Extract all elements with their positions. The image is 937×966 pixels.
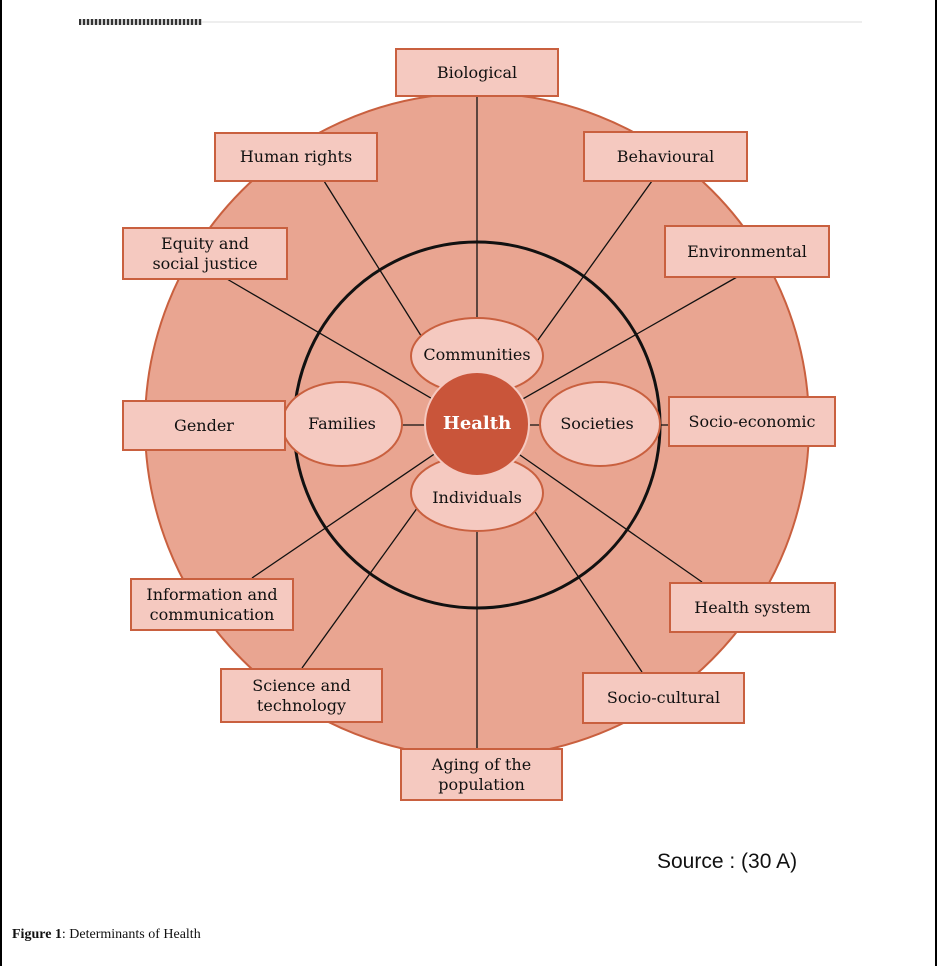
header-rule xyxy=(79,19,202,25)
box-science: Science and technology xyxy=(220,668,383,723)
label-individuals: Individuals xyxy=(432,488,522,507)
label-societies: Societies xyxy=(560,414,634,433)
box-socio-cultural: Socio-cultural xyxy=(582,672,745,724)
box-health-system: Health system xyxy=(669,582,836,633)
box-environmental: Environmental xyxy=(664,225,830,278)
box-gender: Gender xyxy=(122,400,286,451)
label-health: Health xyxy=(442,413,512,434)
box-equity: Equity and social justice xyxy=(122,227,288,280)
health-center xyxy=(424,371,530,477)
header-rule-faint xyxy=(202,21,862,23)
box-socio-economic: Socio-economic xyxy=(668,396,836,447)
label-communities: Communities xyxy=(423,345,531,364)
box-behavioural: Behavioural xyxy=(583,131,748,182)
box-aging: Aging of the population xyxy=(400,748,563,801)
caption-label: Figure 1 xyxy=(12,927,62,942)
caption-text: : Determinants of Health xyxy=(61,927,201,942)
label-families: Families xyxy=(308,414,376,433)
petal-societies xyxy=(539,381,661,467)
box-information: Information and communication xyxy=(130,578,294,631)
box-human-rights: Human rights xyxy=(214,132,378,182)
source-note: Source : (30 A) xyxy=(657,850,798,873)
box-biological: Biological xyxy=(395,48,559,97)
figure-caption: Figure 1: Determinants of Health xyxy=(12,927,201,943)
